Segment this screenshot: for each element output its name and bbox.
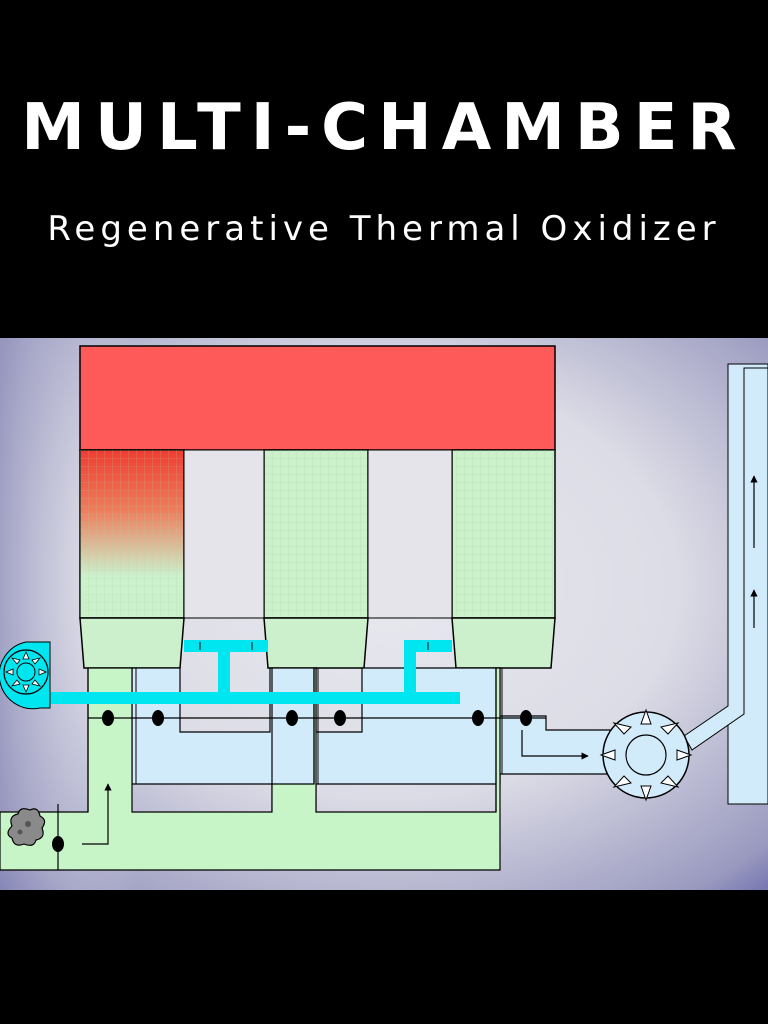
- plenum-3: [451, 617, 556, 669]
- media-bed-3: [451, 449, 556, 619]
- inlet-fan-icon: [0, 641, 51, 710]
- combustion-chamber: [79, 345, 556, 451]
- media-bed-1: [79, 449, 185, 619]
- plenum-1: [79, 617, 185, 669]
- page-subtitle: Regenerative Thermal Oxidizer: [47, 209, 721, 249]
- media-bed-2: [263, 449, 369, 619]
- flow-arrow-icon: [82, 783, 112, 845]
- purge-line: [50, 640, 460, 704]
- plenum-2: [263, 617, 369, 669]
- flow-arrow-icon: [521, 730, 589, 760]
- rto-process-diagram: [0, 338, 768, 890]
- page-title: MULTI-CHAMBER: [21, 91, 747, 165]
- stack-duct: [683, 363, 768, 751]
- burner-icon: [7, 808, 46, 846]
- exhaust-fan-icon: [599, 708, 693, 802]
- valve-icon: [52, 710, 532, 852]
